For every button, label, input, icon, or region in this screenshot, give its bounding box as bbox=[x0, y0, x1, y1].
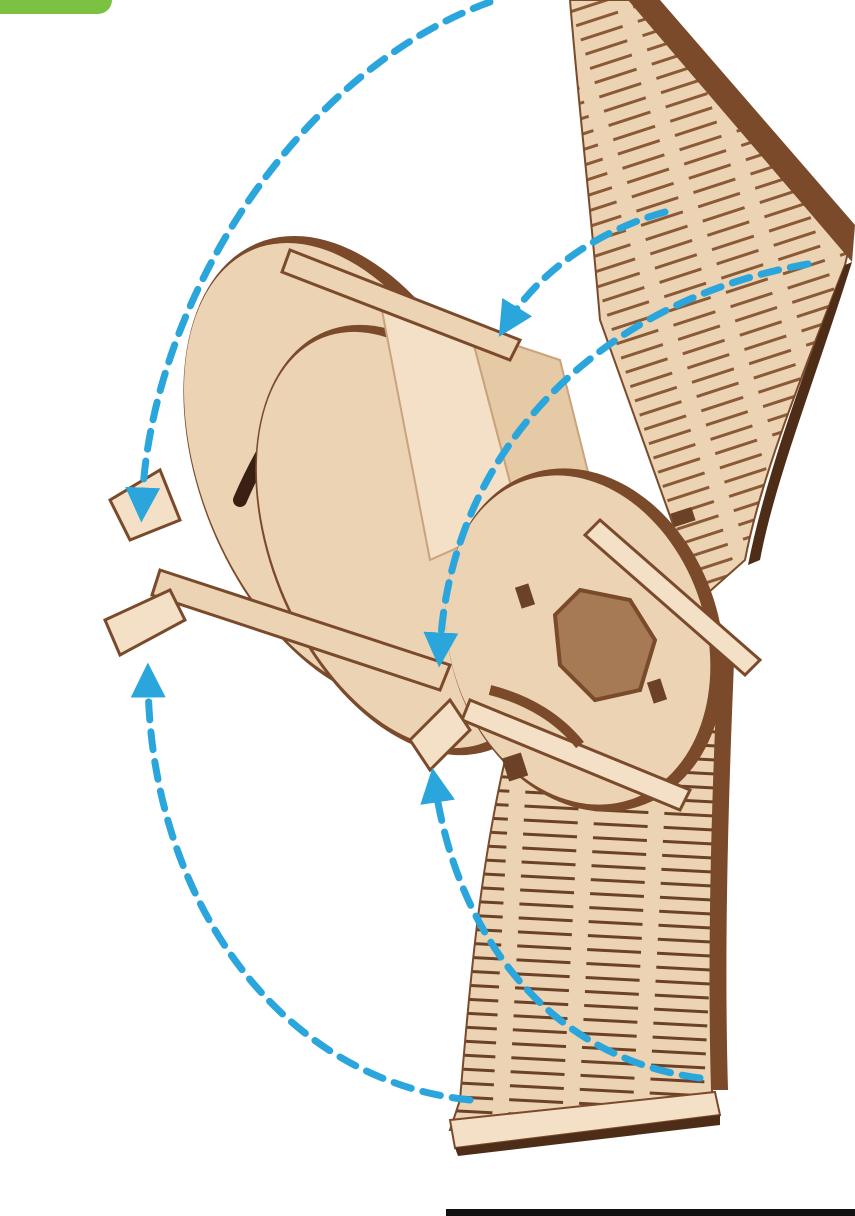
bottom-rule bbox=[446, 1209, 855, 1216]
